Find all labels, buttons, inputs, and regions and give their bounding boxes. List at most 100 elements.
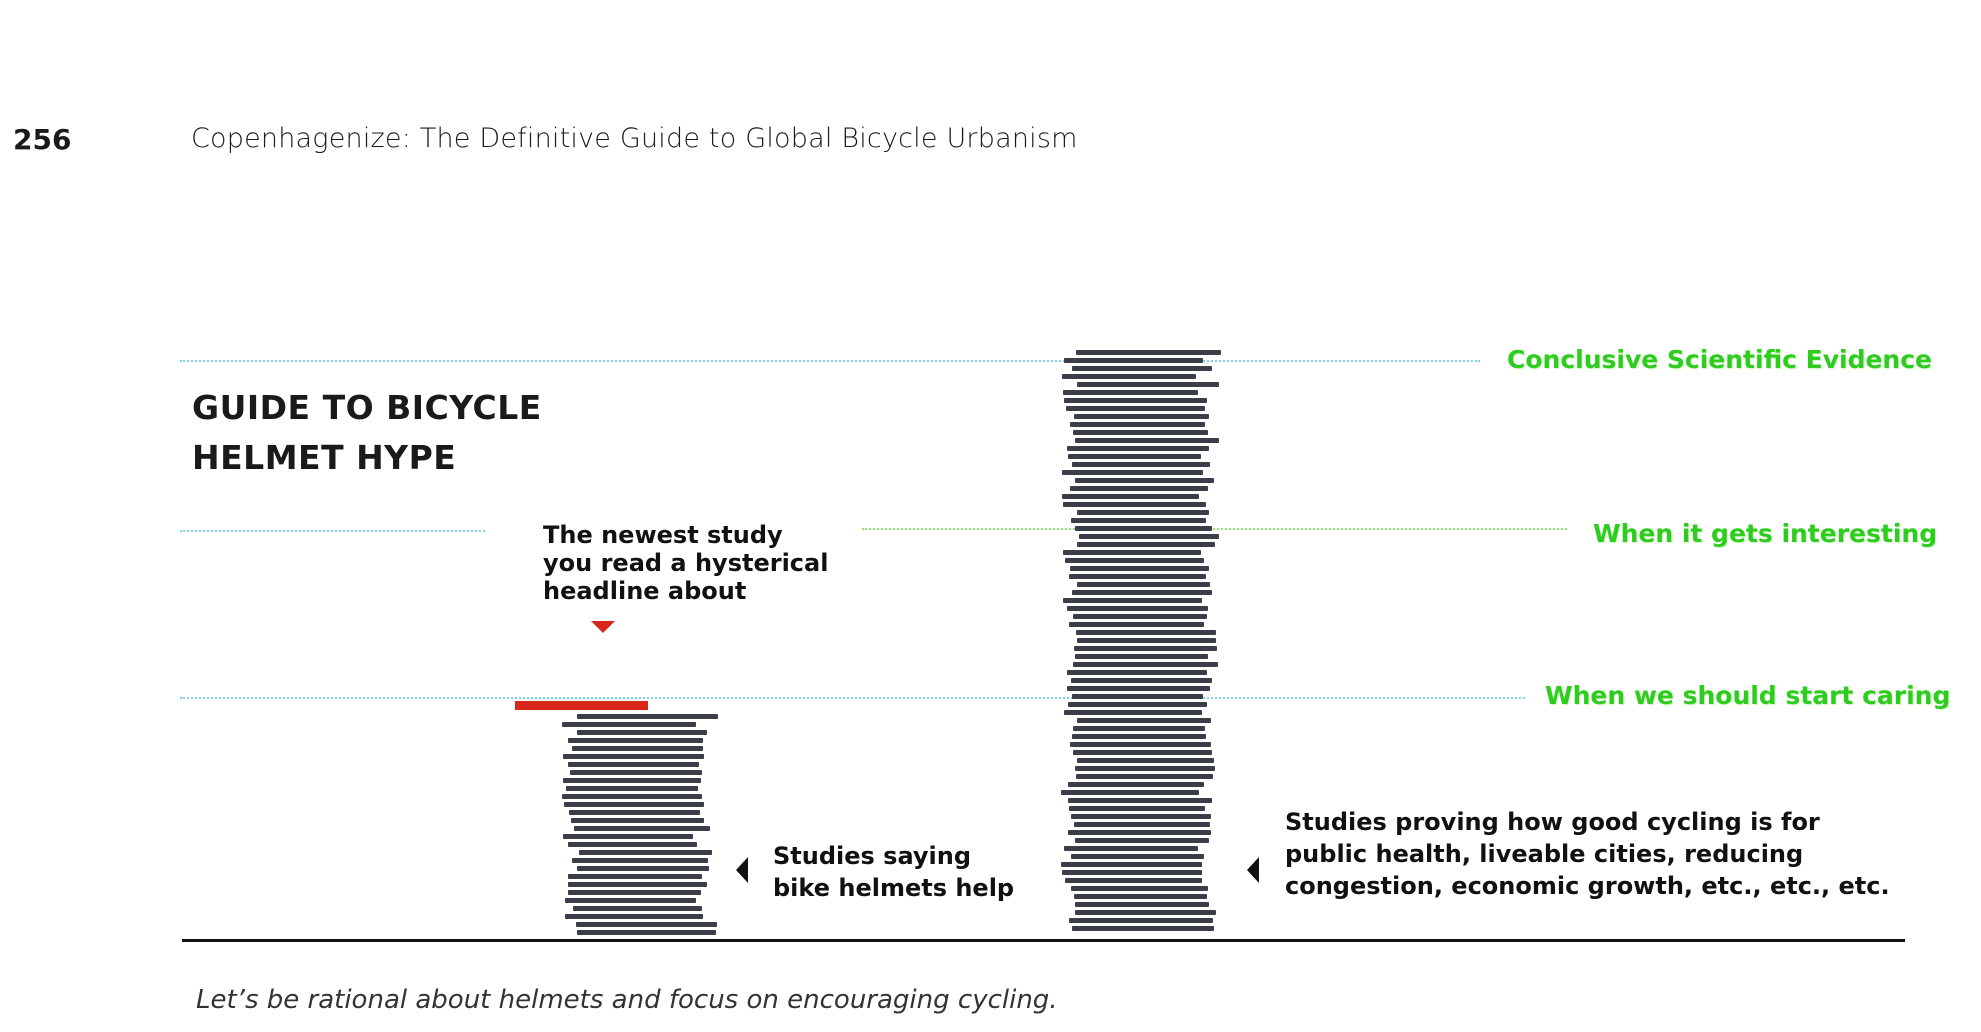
study-bar bbox=[1077, 542, 1215, 547]
study-bar bbox=[1077, 718, 1211, 723]
study-bar bbox=[1065, 558, 1204, 563]
study-bar bbox=[1072, 694, 1203, 699]
study-bar bbox=[1074, 822, 1210, 827]
study-bar bbox=[579, 850, 712, 855]
study-bar bbox=[1079, 534, 1219, 539]
study-bar bbox=[1067, 446, 1209, 451]
study-bar bbox=[1072, 462, 1210, 467]
study-bar bbox=[1071, 678, 1212, 683]
study-bar bbox=[565, 898, 696, 903]
study-bar bbox=[1075, 910, 1216, 915]
study-bar bbox=[568, 882, 707, 887]
study-bar bbox=[1065, 878, 1202, 883]
study-bar bbox=[568, 842, 697, 847]
newest-study-bar bbox=[515, 701, 648, 710]
running-head: Copenhagenize: The Definitive Guide to G… bbox=[191, 123, 1078, 154]
study-bar bbox=[1077, 582, 1210, 587]
study-bar bbox=[1072, 366, 1212, 371]
cycling-studies-annotation: Studies proving how good cycling is for … bbox=[1285, 808, 1890, 900]
red-arrow-icon bbox=[591, 621, 615, 633]
study-bar bbox=[1067, 606, 1208, 611]
study-bar bbox=[562, 794, 702, 799]
title-line-1: GUIDE TO BICYCLE bbox=[192, 388, 542, 427]
baseline bbox=[182, 939, 1905, 942]
study-bar bbox=[565, 914, 703, 919]
study-bar bbox=[1076, 350, 1221, 355]
study-bar bbox=[1067, 670, 1207, 675]
study-bar bbox=[563, 834, 693, 839]
study-bar bbox=[1069, 622, 1204, 627]
study-bar bbox=[568, 874, 702, 879]
study-bar bbox=[1069, 574, 1206, 579]
study-bar bbox=[1075, 526, 1212, 531]
caption: Let’s be rational about helmets and focu… bbox=[196, 985, 1058, 1015]
study-bar bbox=[1063, 598, 1202, 603]
study-bar bbox=[1072, 926, 1214, 931]
newest-study-annotation: The newest study you read a hysterical h… bbox=[543, 521, 829, 605]
study-bar bbox=[1076, 630, 1216, 635]
study-bar bbox=[572, 746, 703, 751]
title-line-2: HELMET HYPE bbox=[192, 438, 457, 477]
study-bar bbox=[1073, 614, 1207, 619]
study-bar bbox=[563, 778, 701, 783]
study-bar bbox=[569, 810, 700, 815]
study-bar bbox=[1075, 766, 1215, 771]
study-bar bbox=[1073, 726, 1205, 731]
study-bar bbox=[1069, 806, 1205, 811]
study-bar bbox=[1068, 798, 1212, 803]
study-bar bbox=[568, 890, 701, 895]
level-label-top: Conclusive Scientific Evidence bbox=[1507, 345, 1932, 374]
study-bar bbox=[574, 826, 710, 831]
study-bar bbox=[1074, 414, 1209, 419]
study-bar bbox=[577, 714, 718, 719]
study-bar bbox=[1064, 358, 1203, 363]
study-bar bbox=[577, 866, 709, 871]
study-bar bbox=[1073, 750, 1212, 755]
study-bar bbox=[1071, 814, 1211, 819]
infographic-title: GUIDE TO BICYCLE HELMET HYPE bbox=[192, 383, 542, 483]
pointer-left-icon bbox=[736, 857, 748, 883]
study-bar bbox=[1076, 774, 1213, 779]
study-bar bbox=[1074, 894, 1207, 899]
level-label-lower: When we should start caring bbox=[1545, 681, 1951, 710]
study-bar bbox=[1074, 646, 1217, 651]
helmet-studies-annotation: Studies saying bike helmets help bbox=[773, 842, 1015, 902]
page-number: 256 bbox=[13, 123, 72, 156]
study-bar bbox=[1075, 902, 1209, 907]
study-bar bbox=[1064, 710, 1202, 715]
study-bar bbox=[564, 802, 704, 807]
study-bar bbox=[1063, 550, 1201, 555]
study-bar bbox=[1069, 918, 1213, 923]
study-bar bbox=[1075, 654, 1208, 659]
study-bar bbox=[1068, 702, 1207, 707]
study-bar bbox=[1064, 398, 1207, 403]
study-bar bbox=[1077, 382, 1219, 387]
study-bar bbox=[1062, 870, 1202, 875]
study-bar bbox=[1072, 734, 1206, 739]
study-bar bbox=[1071, 886, 1208, 891]
level-line-lower bbox=[180, 697, 1525, 699]
study-bar bbox=[1062, 494, 1199, 499]
study-bar bbox=[566, 786, 698, 791]
study-bar bbox=[1061, 790, 1199, 795]
level-line-middle-right bbox=[862, 528, 1567, 530]
study-bar bbox=[568, 762, 699, 767]
study-bar bbox=[1070, 422, 1205, 427]
study-bar bbox=[1066, 406, 1205, 411]
level-label-middle: When it gets interesting bbox=[1593, 519, 1938, 548]
study-bar bbox=[572, 858, 708, 863]
level-line-middle-left bbox=[180, 530, 485, 532]
study-bar bbox=[1077, 510, 1209, 515]
study-bar bbox=[1070, 566, 1209, 571]
study-bar bbox=[577, 930, 716, 935]
study-bar bbox=[1075, 478, 1214, 483]
study-bar bbox=[1070, 742, 1211, 747]
study-bar bbox=[1073, 430, 1208, 435]
study-bar bbox=[1068, 830, 1211, 835]
study-bar bbox=[1067, 686, 1210, 691]
level-line-top bbox=[180, 360, 1480, 362]
study-bar bbox=[1077, 638, 1216, 643]
study-bar bbox=[1063, 502, 1206, 507]
study-bar bbox=[563, 754, 704, 759]
study-bar bbox=[1063, 390, 1198, 395]
